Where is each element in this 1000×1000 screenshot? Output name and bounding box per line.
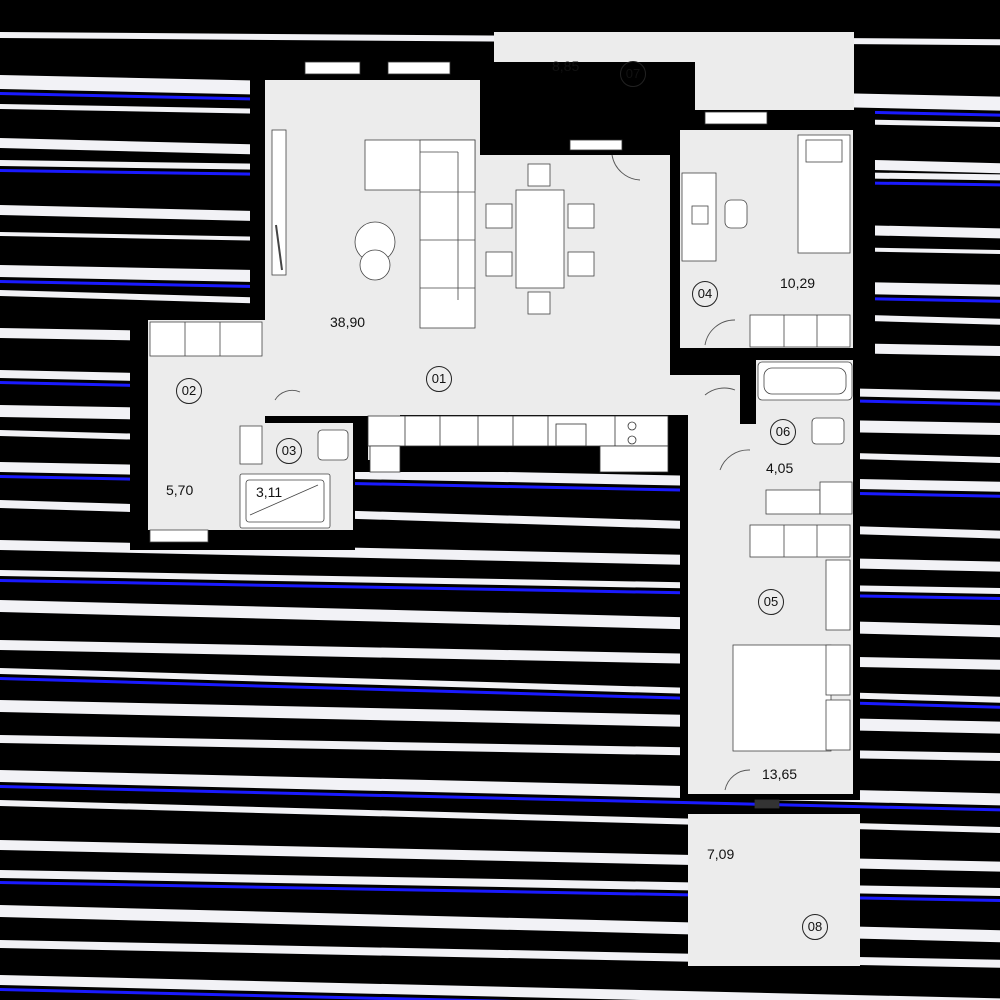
- room-02-area: 5,70: [166, 482, 194, 498]
- background-stripe-blue: [0, 785, 1000, 812]
- room-06-area: 4,05: [766, 460, 794, 476]
- room-04-area: 10,29: [780, 275, 816, 291]
- room-06-number: 06: [770, 419, 796, 445]
- hall-wardrobe: [149, 321, 263, 543]
- background-stripe: [0, 975, 1000, 1000]
- wall-shelf: [271, 129, 287, 276]
- room-01-number: 01: [426, 366, 452, 392]
- room-07-number: 07: [620, 61, 646, 87]
- room-04-number: 04: [692, 281, 718, 307]
- room-05-number: 05: [758, 589, 784, 615]
- room-03-number: 03: [276, 438, 302, 464]
- bedroom-05-furniture: [732, 524, 851, 752]
- room-02-number: 02: [176, 378, 202, 404]
- sofa: [364, 139, 476, 329]
- door-swings: [274, 154, 751, 791]
- room-03-area: 3,11: [256, 484, 283, 500]
- wc-fixtures: [239, 425, 349, 529]
- windows: [304, 61, 780, 809]
- room-08-area: 7,09: [707, 846, 735, 862]
- bedroom-04-furniture: [681, 134, 851, 348]
- room-05-area: 13,65: [762, 766, 798, 782]
- bathroom-06-fixtures: [757, 361, 853, 515]
- dining-table: [485, 163, 595, 315]
- room-07-area: 8,85: [552, 58, 580, 74]
- balcony-08: [688, 814, 860, 966]
- kitchen-counter: [367, 415, 669, 473]
- coffee-table: [354, 221, 396, 281]
- room-08-number: 08: [802, 914, 828, 940]
- room-01-area: 38,90: [330, 314, 366, 330]
- background-stripe-blue: [0, 988, 513, 1000]
